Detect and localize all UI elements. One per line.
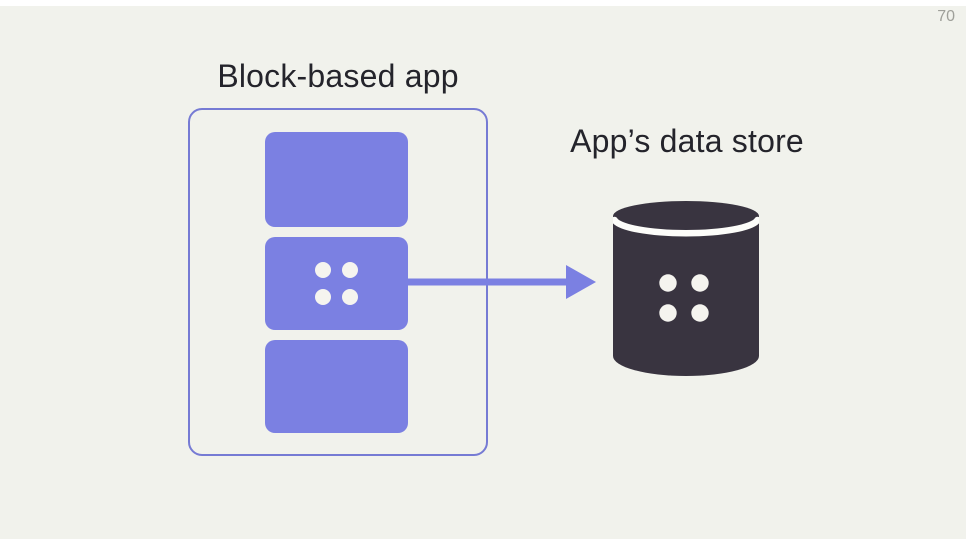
- dot-icon: [315, 262, 331, 278]
- dot-icon: [315, 289, 331, 305]
- data-store-title: App’s data store: [570, 123, 804, 159]
- dot-icon: [342, 289, 358, 305]
- page-number: 70: [937, 8, 955, 25]
- right-arrow-icon: [406, 265, 596, 299]
- dot-icon: [342, 262, 358, 278]
- database-cylinder-icon: [613, 201, 759, 376]
- four-dots-grid-icon: [659, 274, 709, 322]
- app-panel-title: Block-based app: [217, 58, 459, 94]
- app-block-middle: [265, 237, 408, 330]
- app-block-top: [265, 132, 408, 227]
- four-dots-grid-icon: [315, 262, 358, 305]
- app-block-bottom: [265, 340, 408, 433]
